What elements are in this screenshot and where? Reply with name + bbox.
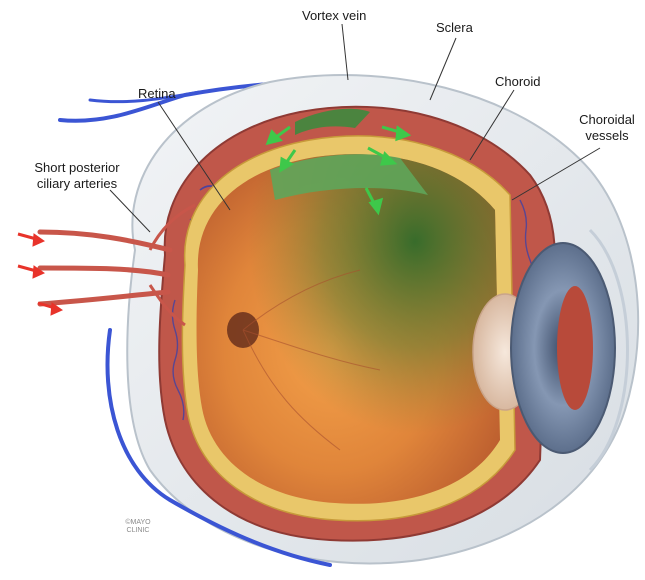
label-retina: Retina bbox=[138, 86, 176, 102]
label-sclera: Sclera bbox=[436, 20, 473, 36]
label-short-posterior-line1: Short posterior bbox=[22, 160, 132, 176]
label-choroid: Choroid bbox=[495, 74, 541, 90]
red-arrow bbox=[18, 234, 44, 246]
label-choroidal-vessels-line2: vessels bbox=[572, 128, 642, 144]
leader-vortex-vein bbox=[342, 24, 348, 80]
mayo-clinic-credit: ©MAYO CLINIC bbox=[118, 519, 158, 535]
credit-line1: ©MAYO bbox=[118, 519, 158, 527]
credit-line2: CLINIC bbox=[118, 527, 158, 535]
label-choroidal-vessels-line1: Choroidal bbox=[572, 112, 642, 128]
pupil bbox=[557, 286, 593, 410]
label-choroidal-vessels: Choroidal vessels bbox=[572, 112, 642, 144]
label-short-posterior-line2: ciliary arteries bbox=[22, 176, 132, 192]
label-vortex-vein: Vortex vein bbox=[302, 8, 366, 24]
label-short-posterior-ciliary-arteries: Short posterior ciliary arteries bbox=[22, 160, 132, 192]
